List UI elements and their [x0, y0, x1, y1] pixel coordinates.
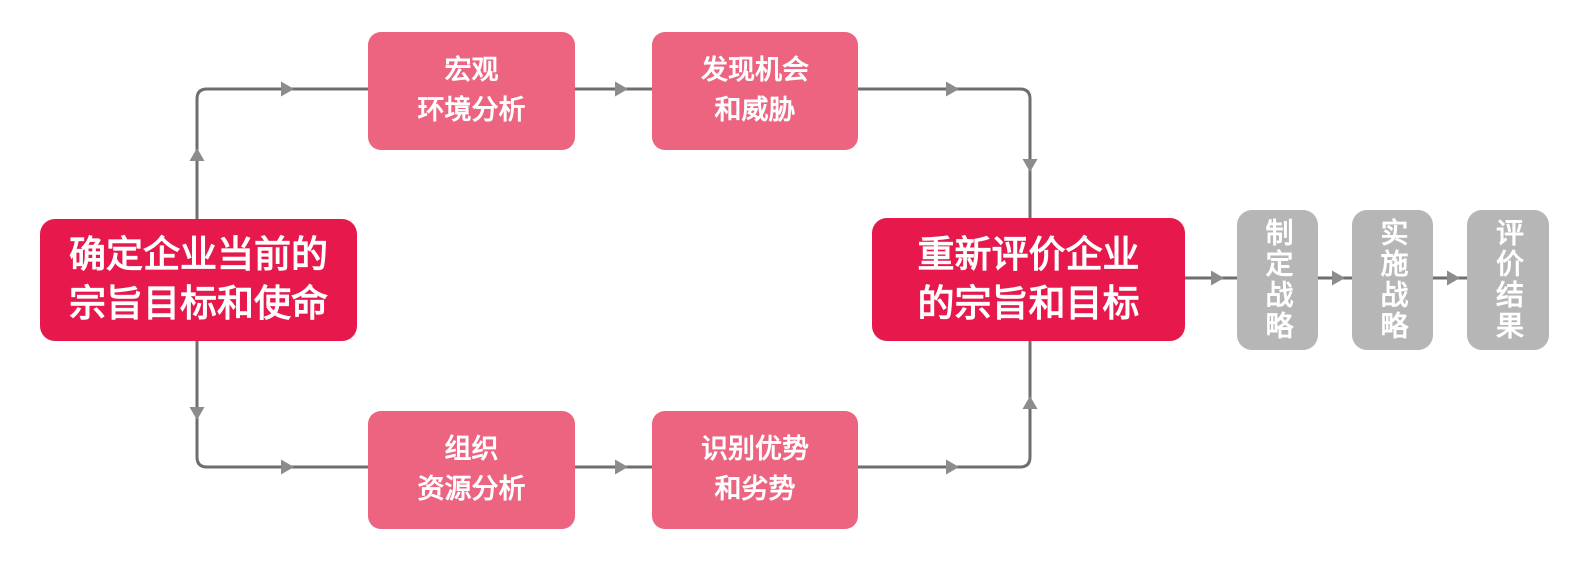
- node-org-resource-line1: 组织: [444, 434, 499, 466]
- node-opportunities-line1: 发现机会: [701, 55, 809, 87]
- node-opportunities-line2: 和威胁: [714, 95, 796, 126]
- node-strengths-weaknesses: 识别优势 和劣势: [652, 411, 858, 529]
- connector-macro-to-opportunities: [575, 81, 652, 97]
- arrowhead-down-icon: [189, 407, 205, 420]
- arrowhead-up-icon: [189, 148, 205, 161]
- arrowhead-right-icon: [615, 81, 628, 97]
- node-implement-strategy-label: 实施战略: [1376, 218, 1410, 342]
- arrowhead-up-icon: [1022, 396, 1038, 409]
- arrowhead-right-icon: [615, 459, 628, 475]
- node-strengths-line2: 和劣势: [714, 474, 796, 505]
- node-reevaluate-line1: 重新评价企业: [917, 232, 1140, 276]
- connector-opportunities-to-reevaluate: [858, 81, 1038, 218]
- arrowhead-right-icon: [281, 459, 294, 475]
- connector-mission-to-resources: [189, 341, 368, 475]
- node-evaluate-results-label: 评价结果: [1492, 218, 1525, 342]
- node-org-resource-line2: 资源分析: [417, 474, 526, 505]
- arrowhead-right-icon: [946, 81, 959, 97]
- node-reevaluate-goals: 重新评价企业 的宗旨和目标: [872, 218, 1185, 341]
- node-current-mission: 确定企业当前的 宗旨目标和使命: [40, 219, 357, 341]
- arrowhead-down-icon: [1022, 159, 1038, 172]
- arrowhead-right-icon: [1447, 270, 1460, 286]
- node-macro-env-line2: 环境分析: [417, 95, 526, 126]
- node-org-resource-analysis: 组织 资源分析: [368, 411, 575, 529]
- node-implement-strategy: 实施战略: [1352, 210, 1433, 350]
- node-formulate-strategy-label: 制定战略: [1261, 218, 1295, 342]
- node-strengths-line1: 识别优势: [701, 434, 809, 466]
- node-opportunities-threats: 发现机会 和威胁: [652, 32, 858, 150]
- node-macro-env-line1: 宏观: [444, 55, 499, 87]
- arrowhead-right-icon: [946, 459, 959, 475]
- arrowhead-right-icon: [1211, 270, 1224, 286]
- connector-reevaluate-to-formulate: [1185, 270, 1237, 286]
- connector-implement-to-evaluate: [1433, 270, 1467, 286]
- connector-resources-to-strengths: [575, 459, 652, 475]
- arrowhead-right-icon: [281, 81, 294, 97]
- arrowhead-right-icon: [1332, 270, 1345, 286]
- node-formulate-strategy: 制定战略: [1237, 210, 1318, 350]
- node-current-mission-line1: 确定企业当前的: [69, 233, 328, 277]
- node-macro-env-analysis: 宏观 环境分析: [368, 32, 575, 150]
- node-reevaluate-line2: 的宗旨和目标: [917, 281, 1140, 325]
- connector-strengths-to-reevaluate: [858, 341, 1038, 475]
- connector-formulate-to-implement: [1318, 270, 1352, 286]
- node-evaluate-results: 评价结果: [1467, 210, 1549, 350]
- node-current-mission-line2: 宗旨目标和使命: [69, 282, 328, 325]
- connector-mission-to-macro: [189, 81, 368, 219]
